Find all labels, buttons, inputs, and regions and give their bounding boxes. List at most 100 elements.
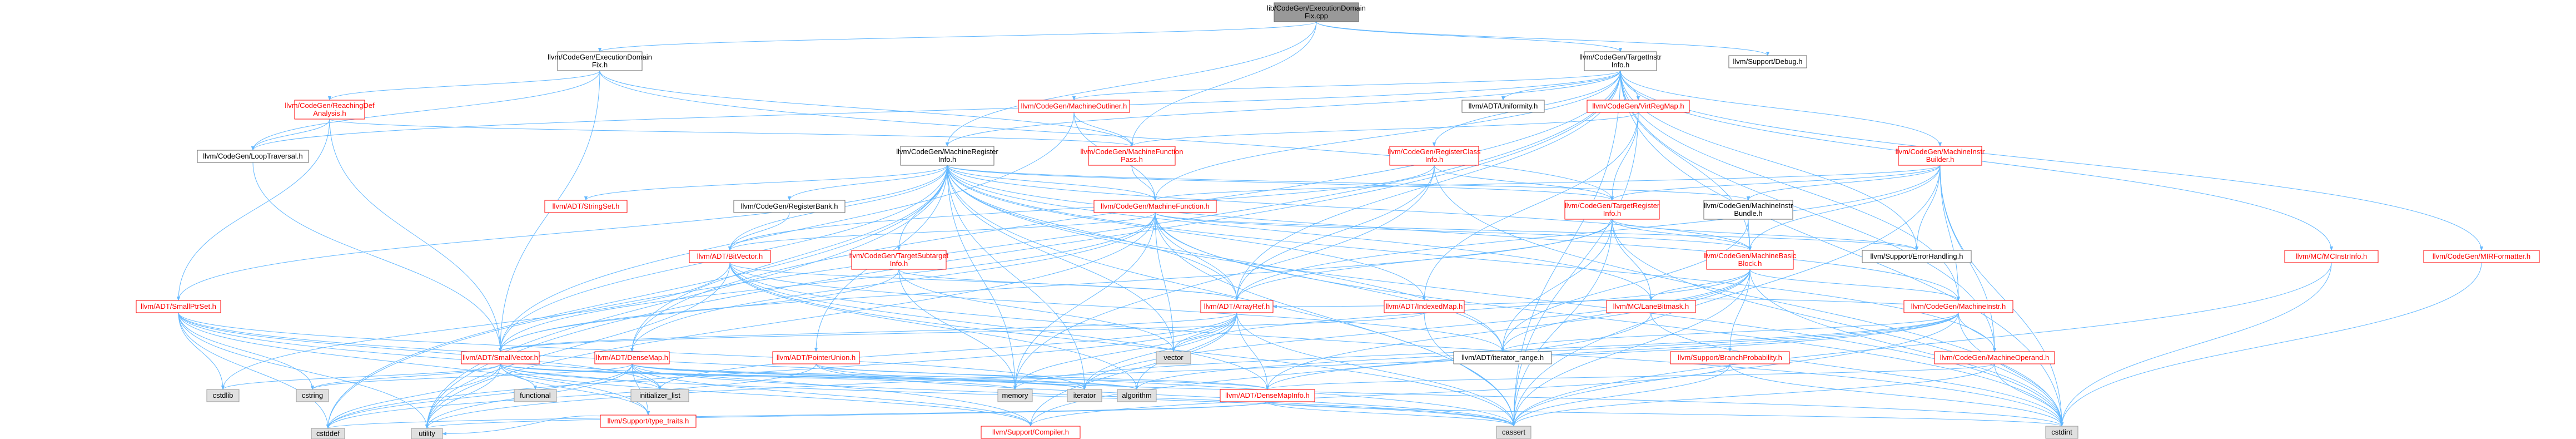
edge-dmi-to-utility bbox=[425, 401, 1268, 429]
edge-bv-to-utility bbox=[425, 262, 730, 429]
node-pu[interactable]: llvm/ADT/PointerUnion.h bbox=[772, 351, 860, 364]
edge-aref-to-iterator bbox=[1082, 312, 1237, 390]
edge-tsi-to-memory bbox=[898, 269, 1017, 390]
node-lbm[interactable]: llvm/MC/LaneBitmask.h bbox=[1606, 300, 1696, 313]
edge-sps-to-cassert bbox=[178, 312, 1516, 427]
edge-mri-to-strset bbox=[584, 165, 948, 201]
edge-mfp-to-mf bbox=[1131, 165, 1157, 201]
node-imap[interactable]: llvm/ADT/IndexedMap.h bbox=[1384, 300, 1465, 313]
node-unif[interactable]: llvm/ADT/Uniformity.h bbox=[1461, 100, 1545, 113]
edge-dm-to-dmi bbox=[631, 363, 1269, 390]
node-mib-box bbox=[1898, 146, 1982, 166]
node-dbg[interactable]: llvm/Support/Debug.h bbox=[1728, 55, 1807, 68]
node-dm-label: llvm/ADT/DenseMap.h bbox=[596, 353, 668, 362]
edge-mirf-to-cstdint bbox=[2060, 262, 2482, 427]
node-tsi-label: Info.h bbox=[890, 259, 908, 268]
edge-tri-to-lbm bbox=[1612, 219, 1653, 301]
edge-rda-to-sps bbox=[176, 119, 330, 301]
node-sv[interactable]: llvm/ADT/SmallVector.h bbox=[461, 351, 540, 364]
node-errh[interactable]: llvm/Support/ErrorHandling.h bbox=[1862, 250, 1972, 263]
edge-mo-to-cassert bbox=[1511, 363, 1995, 427]
node-bv[interactable]: llvm/ADT/BitVector.h bbox=[689, 250, 771, 263]
node-imap-label: llvm/ADT/IndexedMap.h bbox=[1386, 302, 1463, 310]
edge-mri-to-imap bbox=[947, 165, 1426, 301]
node-bp-label: llvm/Support/BranchProbability.h bbox=[1678, 353, 1782, 362]
node-strset[interactable]: llvm/ADT/StringSet.h bbox=[544, 200, 628, 213]
node-dmi[interactable]: llvm/ADT/DenseMapInfo.h bbox=[1220, 389, 1315, 402]
edge-tri-to-itr bbox=[1500, 219, 1613, 352]
node-itr[interactable]: llvm/ADT/iterator_range.h bbox=[1453, 351, 1552, 364]
node-utility-label: utility bbox=[419, 430, 435, 438]
node-dm[interactable]: llvm/ADT/DenseMap.h bbox=[594, 351, 670, 364]
edge-mri-to-dm bbox=[630, 165, 948, 352]
node-mi[interactable]: llvm/CodeGen/MachineInstr.h bbox=[1903, 300, 2013, 313]
node-unif-label: llvm/ADT/Uniformity.h bbox=[1469, 102, 1538, 110]
node-memory-box bbox=[997, 389, 1033, 402]
node-lbm-label: llvm/MC/LaneBitmask.h bbox=[1613, 302, 1689, 310]
node-comp[interactable]: llvm/Support/Compiler.h bbox=[981, 426, 1081, 439]
edge-rda-to-looptr bbox=[251, 119, 330, 151]
edge-sv-to-cstddef bbox=[326, 363, 501, 429]
node-mbb-label: llvm/CodeGen/MachineBasic bbox=[1704, 251, 1797, 260]
edge-mri-to-cassert bbox=[947, 165, 1516, 427]
node-mbb-label: Block.h bbox=[1738, 259, 1762, 268]
edge-rda-to-sv bbox=[329, 119, 503, 352]
node-mri-box bbox=[900, 146, 994, 166]
node-cstdlib-label: cstdlib bbox=[213, 391, 233, 399]
edge-root-to-dbg bbox=[1316, 21, 1770, 56]
edge-mo-to-dmi bbox=[1266, 363, 1995, 390]
node-mirf[interactable]: llvm/CodeGen/MIRFormatter.h bbox=[2423, 250, 2540, 263]
node-mout[interactable]: llvm/CodeGen/MachineOutliner.h bbox=[1018, 100, 1130, 113]
edge-dmi-to-cstddef bbox=[326, 401, 1268, 429]
edge-mi-to-dmi bbox=[1265, 312, 1959, 390]
edge-mi-to-cstdint bbox=[1958, 312, 2064, 427]
node-rb[interactable]: llvm/CodeGen/RegisterBank.h bbox=[733, 200, 846, 213]
edge-tii-to-cstddef bbox=[326, 70, 1621, 429]
edge-sv-to-functional bbox=[500, 363, 538, 390]
edge-tii-to-errh bbox=[1620, 70, 1919, 251]
node-mib-label: llvm/CodeGen/MachineInstr bbox=[1896, 147, 1985, 156]
edge-sv-to-cstdlib bbox=[221, 363, 501, 390]
node-mi-box bbox=[1903, 300, 2013, 313]
node-initl: initializer_list bbox=[630, 389, 689, 402]
node-sps[interactable]: llvm/ADT/SmallPtrSet.h bbox=[136, 300, 221, 313]
node-looptr[interactable]: llvm/CodeGen/LoopTraversal.h bbox=[197, 150, 309, 163]
node-rci-box bbox=[1389, 146, 1479, 166]
node-bp[interactable]: llvm/Support/BranchProbability.h bbox=[1670, 351, 1790, 364]
node-mo[interactable]: llvm/CodeGen/MachineOperand.h bbox=[1934, 351, 2055, 364]
node-tt[interactable]: llvm/Support/type_traits.h bbox=[600, 415, 697, 428]
node-edf-box bbox=[557, 51, 643, 71]
node-mi-label: llvm/CodeGen/MachineInstr.h bbox=[1911, 302, 2006, 310]
node-cstring-box bbox=[296, 389, 329, 402]
edge-sps-to-utility bbox=[178, 312, 429, 429]
node-mib-label: Builder.h bbox=[1926, 155, 1955, 164]
node-vec-box bbox=[1156, 351, 1191, 364]
edge-mri-to-mi bbox=[947, 165, 1961, 301]
node-functional: functional bbox=[514, 389, 557, 402]
edge-bp-to-comp bbox=[1028, 363, 1730, 427]
node-vrm[interactable]: llvm/CodeGen/VirtRegMap.h bbox=[1587, 100, 1690, 113]
node-mcii[interactable]: llvm/MC/MCInstrInfo.h bbox=[2284, 250, 2379, 263]
edge-mri-to-aref bbox=[947, 165, 1239, 301]
node-aref-box bbox=[1200, 300, 1274, 313]
edge-mi-to-cassert bbox=[1511, 312, 1959, 427]
node-comp-label: llvm/Support/Compiler.h bbox=[992, 428, 1069, 436]
edge-tsi-to-vec bbox=[898, 269, 1176, 352]
edge-dm-to-initl bbox=[631, 363, 662, 390]
node-aref[interactable]: llvm/ADT/ArrayRef.h bbox=[1200, 300, 1274, 313]
node-mf[interactable]: llvm/CodeGen/MachineFunction.h bbox=[1093, 200, 1217, 213]
